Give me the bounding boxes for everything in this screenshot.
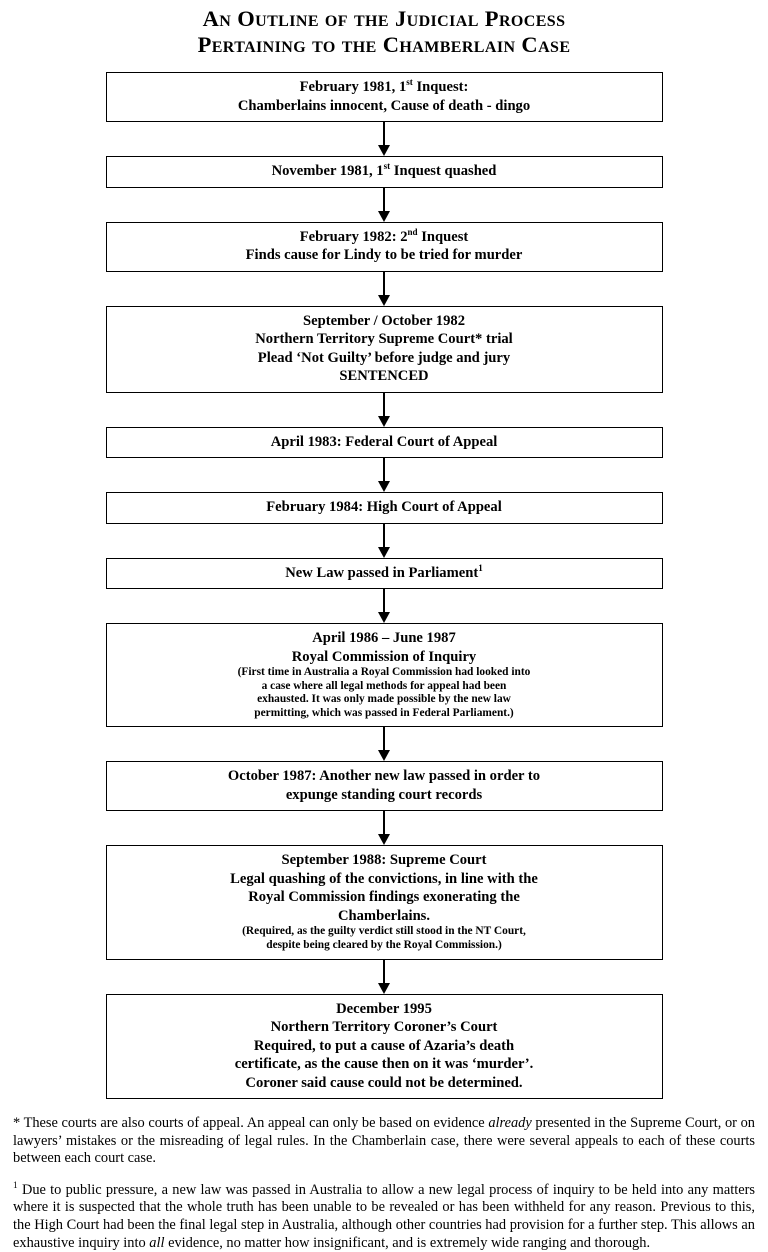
emphasised-text: already <box>488 1115 532 1132</box>
ordinal-superscript: st <box>406 77 413 88</box>
arrow-head <box>378 750 390 762</box>
node-text-line: February 1982: 2nd Inquest <box>299 226 469 245</box>
node-new-law-parliament: New Law passed in Parliament1 <box>105 557 663 589</box>
node-text-line: Chamberlains innocent, Cause of death - … <box>237 97 531 114</box>
arrow-head <box>378 294 390 306</box>
page-title-line-1: An Outline of the Judicial Process <box>202 6 566 31</box>
arrow-stem <box>382 271 386 298</box>
page-title-line-2: Pertaining to the Chamberlain Case <box>197 32 571 57</box>
flow-arrow-down-icon <box>106 122 663 156</box>
node-1984-high-court: February 1984: High Court of Appeal <box>105 492 663 524</box>
footnote-asterisk: * These courts are also courts of appeal… <box>13 1115 755 1167</box>
flow-arrow-down-icon <box>106 959 663 994</box>
ordinal-superscript: st <box>383 161 391 172</box>
node-text-line: September 1988: Supreme Court <box>281 852 487 869</box>
arrow-stem <box>382 458 386 484</box>
node-text-line: February 1984: High Court of Appeal <box>266 499 502 515</box>
node-text-line: Plead ‘Not Guilty’ before judge and jury <box>257 349 511 366</box>
node-text-line: (Required, as the guilty verdict still s… <box>242 925 526 938</box>
footnote-marker: * <box>13 1115 24 1132</box>
flow-arrow-down-icon <box>106 727 663 762</box>
judicial-process-flowchart: February 1981, 1st Inquest: Chamberlains … <box>105 58 663 1100</box>
ordinal-superscript: nd <box>407 226 418 237</box>
node-text-line: exhausted. It was only made possible by … <box>257 693 511 706</box>
flow-arrow-down-icon <box>106 271 663 306</box>
node-text-line: September / October 1982 <box>303 312 465 329</box>
node-text-line: Royal Commission of Inquiry <box>291 648 477 665</box>
arrow-stem <box>382 959 386 986</box>
node-text-line: New Law passed in Parliament1 <box>285 562 483 581</box>
arrow-stem <box>382 187 386 214</box>
node-text-line: Finds cause for Lindy to be tried for mu… <box>245 247 523 263</box>
node-text-line: November 1981, 1st Inquest quashed <box>271 161 497 179</box>
node-text-line: permitting, which was passed in Federal … <box>254 706 514 719</box>
node-text-line: Northern Territory Coroner’s Court <box>270 1019 498 1036</box>
node-text-line: Required, to put a cause of Azaria’s dea… <box>253 1037 515 1054</box>
arrow-head <box>378 145 390 156</box>
ordinal-superscript: 1 <box>478 562 483 573</box>
flow-arrow-down-icon <box>106 392 663 427</box>
node-text-line: February 1981, 1st Inquest: <box>299 77 469 95</box>
arrow-head <box>378 834 390 846</box>
arrow-head <box>378 415 390 427</box>
node-text-line: despite being cleared by the Royal Commi… <box>266 938 502 951</box>
footnote-marker: 1 <box>13 1181 18 1192</box>
node-text-line: Coroner said cause could not be determin… <box>245 1074 523 1091</box>
arrow-head <box>378 210 390 222</box>
node-text-line: certificate, as the cause then on it was… <box>234 1056 534 1073</box>
node-1983-federal-court: April 1983: Federal Court of Appeal <box>105 426 663 458</box>
node-text-line: SENTENCED <box>339 368 429 384</box>
page-title: An Outline of the Judicial Process Perta… <box>0 0 768 58</box>
node-text-line: Royal Commission findings exonerating th… <box>248 889 520 906</box>
arrow-stem <box>382 727 386 754</box>
arrow-stem <box>382 589 386 615</box>
flow-arrow-down-icon <box>106 811 663 846</box>
node-text-line: April 1983: Federal Court of Appeal <box>270 433 498 450</box>
arrow-stem <box>382 523 386 550</box>
arrow-head <box>378 612 390 623</box>
arrow-head <box>378 546 390 558</box>
node-1987-expunge-records: October 1987: Another new law passed in … <box>105 761 663 812</box>
node-1981-inquest-quashed: November 1981, 1st Inquest quashed <box>105 156 663 188</box>
node-text-line: Chamberlains. <box>337 907 431 924</box>
flow-arrow-down-icon <box>106 458 663 492</box>
arrow-stem <box>382 122 386 148</box>
node-text-line: expunge standing court records <box>285 786 483 803</box>
node-text-line: Northern Territory Supreme Court* trial <box>255 331 513 347</box>
arrow-head <box>378 982 390 994</box>
flow-arrow-down-icon <box>106 187 663 222</box>
footnotes-section: * These courts are also courts of appeal… <box>0 1099 768 1252</box>
emphasised-text: all <box>149 1234 165 1251</box>
flow-arrow-down-icon <box>106 523 663 558</box>
node-text-line: April 1986 – June 1987 <box>312 630 456 646</box>
arrow-head <box>378 481 390 492</box>
arrow-stem <box>382 811 386 838</box>
node-text-line: Legal quashing of the convictions, in li… <box>230 870 538 887</box>
node-1981-first-inquest: February 1981, 1st Inquest: Chamberlains … <box>105 72 663 122</box>
flow-arrow-down-icon <box>106 589 663 623</box>
node-text-line: December 1995 <box>336 1000 432 1017</box>
node-text-line: (First time in Australia a Royal Commiss… <box>237 666 531 678</box>
arrow-stem <box>382 392 386 419</box>
node-text-line: October 1987: Another new law passed in … <box>227 768 541 785</box>
node-text-line: a case where all legal methods for appea… <box>261 679 507 692</box>
footnote-one: 1 Due to public pressure, a new law was … <box>13 1181 755 1251</box>
